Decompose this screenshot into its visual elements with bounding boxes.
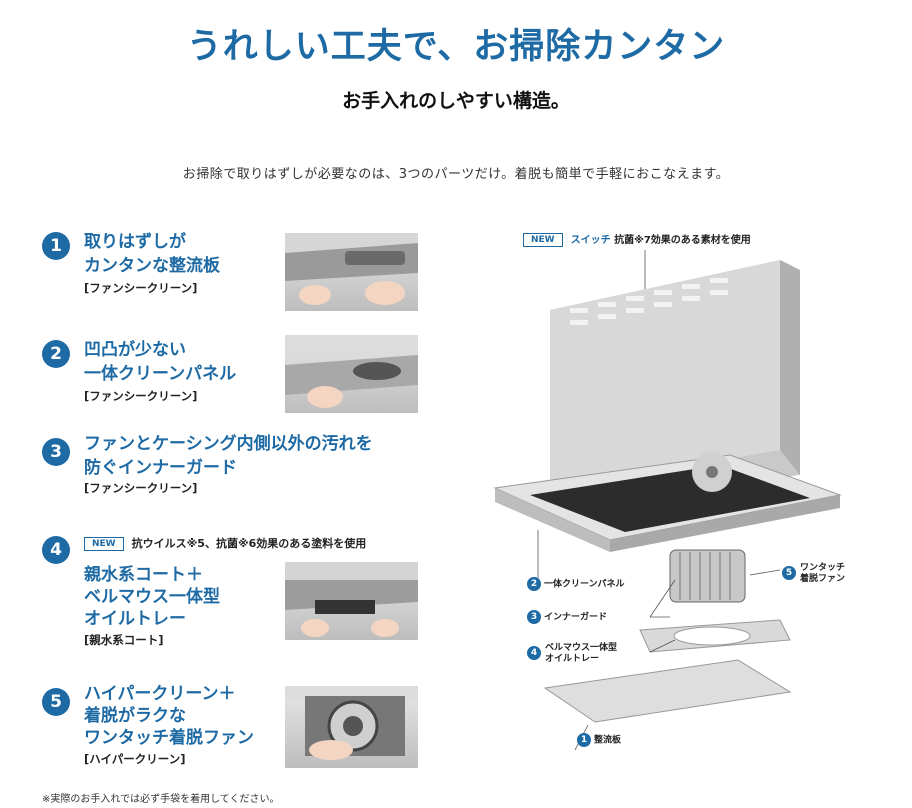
callout-fan: 5 ワンタッチ 着脱ファン — [782, 563, 845, 585]
callout-label-line1: ベルマウス一体型 — [545, 643, 618, 653]
feature-product-name: [ハイパークリーン] — [84, 752, 186, 766]
feature-heading-line2: ベルマウス一体型 — [84, 587, 220, 607]
coating-note-text: 抗ウイルス※5、抗菌※6効果のある塗料を使用 — [131, 537, 367, 550]
feature-heading-line2: 着脱がラクな — [84, 706, 186, 726]
callout-oil-tray: 4 ベルマウス一体型 オイルトレー — [527, 643, 617, 665]
callout-label-line2: オイルトレー — [545, 654, 600, 664]
feature-product-name: [ファンシークリーン] — [84, 281, 198, 295]
feature-product-name: [ファンシークリーン] — [84, 481, 198, 495]
feature-heading-line2: 防ぐインナーガード — [84, 458, 237, 478]
feature-heading-line1: 親水系コート＋ — [84, 565, 203, 585]
switch-label: スイッチ — [570, 235, 611, 246]
intro-text: お掃除で取りはずしが必要なのは、3つのパーツだけ。着脱も簡単で手軽におこなえます… — [182, 167, 730, 182]
number-badge: 3 — [42, 438, 70, 466]
callout-number: 1 — [577, 733, 591, 747]
feature-heading-line1: ハイパークリーン＋ — [84, 684, 236, 704]
diagram-note-text: 抗菌※7効果のある素材を使用 — [614, 235, 751, 246]
feature-heading-line2: 一体クリーンパネル — [84, 364, 237, 384]
number-badge: 1 — [42, 232, 70, 260]
footnote: ※実際のお手入れでは必ず手袋を着用してください。 — [42, 794, 280, 805]
feature-heading-line3: オイルトレー — [84, 609, 186, 629]
photo-baffle-removal — [285, 233, 418, 311]
callout-label: 一体クリーンパネル — [544, 579, 625, 590]
number-badge: 2 — [42, 340, 70, 368]
new-badge: NEW — [523, 233, 563, 247]
photo-oil-tray — [285, 562, 418, 640]
feature-heading-line1: 凹凸が少ない — [84, 340, 186, 360]
feature-product-name: [親水系コート] — [84, 633, 164, 647]
callout-label: 整流板 — [594, 735, 622, 746]
number-badge: 4 — [42, 536, 70, 564]
feature-heading-line2: カンタンな整流板 — [84, 256, 220, 276]
diagram-note: NEW スイッチ 抗菌※7効果のある素材を使用 — [523, 231, 751, 247]
callout-label-line2: 着脱ファン — [800, 574, 846, 584]
photo-clean-panel — [285, 335, 418, 413]
callout-number: 2 — [527, 577, 541, 591]
callout-number: 5 — [782, 566, 796, 580]
new-badge: NEW — [84, 537, 124, 551]
number-badge: 5 — [42, 688, 70, 716]
callout-number: 4 — [527, 646, 541, 660]
feature-heading-line3: ワンタッチ着脱ファン — [84, 728, 254, 748]
range-hood-diagram — [493, 250, 842, 751]
callout-number: 3 — [527, 610, 541, 624]
feature-product-name: [ファンシークリーン] — [84, 389, 198, 403]
page-subtitle: お手入れのしやすい構造。 — [342, 90, 570, 112]
feature-heading-line1: ファンとケーシング内側以外の汚れを — [84, 434, 373, 454]
feature-heading-line1: 取りはずしが — [84, 232, 186, 252]
callout-label-line1: ワンタッチ — [800, 563, 846, 573]
photo-fan-removal — [285, 686, 418, 768]
callout-label: インナーガード — [544, 612, 608, 623]
page-title: うれしい工夫で、お掃除カンタン — [186, 27, 726, 67]
coating-note: NEW 抗ウイルス※5、抗菌※6効果のある塗料を使用 — [84, 535, 366, 551]
